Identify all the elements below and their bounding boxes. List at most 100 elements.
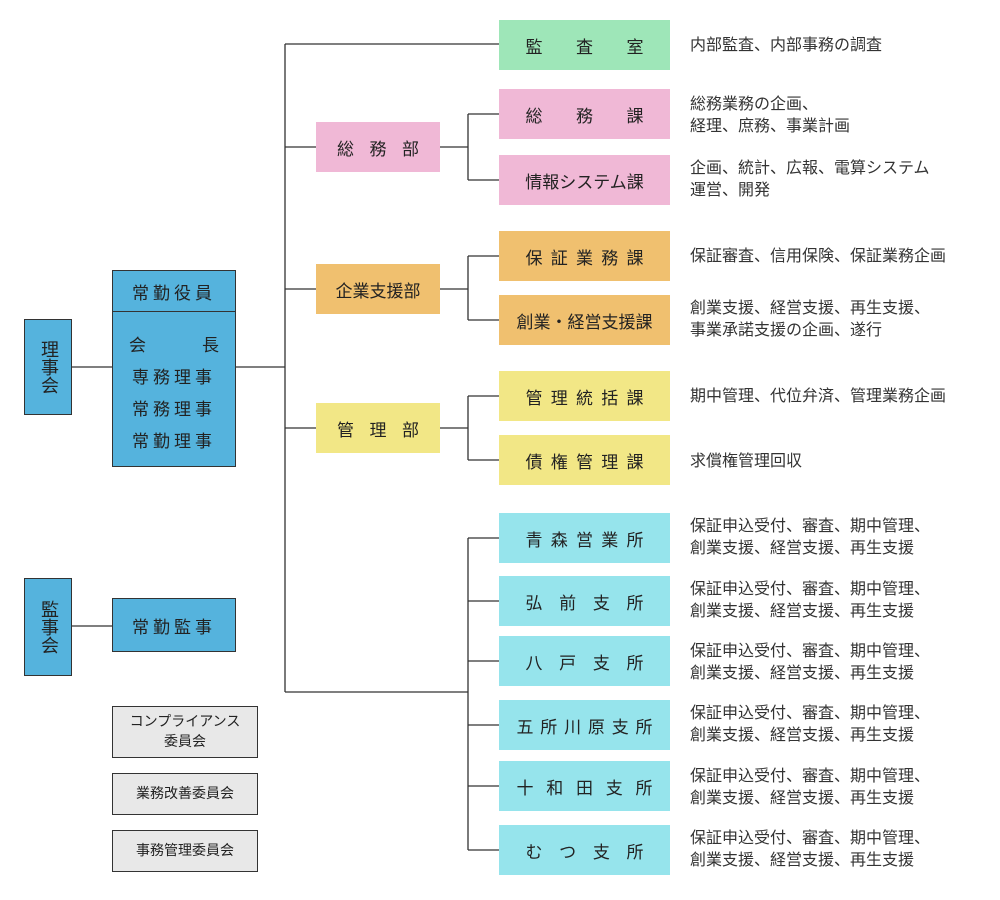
desc-mutsu: 保証申込受付、審査、期中管理、 創業支援、経営支援、再生支援 (690, 827, 990, 871)
char: 川 (564, 717, 582, 738)
desc-line: 保証申込受付、審査、期中管理、 (690, 766, 931, 785)
office-goshogawara: 五 所 川 原 支 所 (499, 700, 670, 750)
char: 所 (626, 593, 644, 614)
char: 和 (546, 778, 564, 799)
desc-line: 保証審査、信用保険、保証業務企画 (690, 246, 947, 265)
section-claims-management: 債 権 管 理 課 (499, 435, 670, 485)
char: 理 (550, 388, 568, 409)
executives-list-box: 会 長 専務理事 常務理事 常勤理事 (112, 311, 236, 467)
desc-line: 経理、庶務、事業計画 (690, 116, 851, 135)
char: 部 (402, 139, 419, 160)
desc-guarantee-operations: 保証審査、信用保険、保証業務企画 (690, 245, 990, 267)
char: 所 (626, 842, 644, 863)
char: 課 (626, 452, 644, 473)
dept-general-affairs-label: 総 務 部 (337, 135, 419, 160)
char: 権 (550, 452, 568, 473)
char: 五 (516, 717, 534, 738)
committee-office-management: 事務管理委員会 (112, 830, 258, 872)
char: 総 (525, 106, 543, 127)
section-information-systems: 情報システム課 (499, 155, 670, 205)
char: 所 (626, 653, 644, 674)
desc-line: 求償権管理回収 (690, 451, 803, 470)
char: 所 (540, 717, 558, 738)
char: む (525, 842, 543, 863)
dept-management-label: 管 理 部 (337, 416, 419, 441)
char: 課 (626, 106, 644, 127)
section-label: 弘 前 支 所 (526, 589, 644, 614)
desc-goshogawara: 保証申込受付、審査、期中管理、 創業支援、経営支援、再生支援 (690, 702, 990, 746)
dept-business-support-label: 企業支援部 (335, 281, 421, 302)
desc-line: 内部監査、内部事務の調査 (690, 35, 883, 54)
desc-management-control: 期中管理、代位弁済、管理業務企画 (690, 385, 990, 407)
senior-managing-director: 専務理事 (132, 367, 216, 388)
desc-line: 保証申込受付、審査、期中管理、 (690, 703, 931, 722)
char: 業 (601, 530, 619, 551)
section-label: む つ 支 所 (526, 838, 644, 863)
section-label: 情報システム課 (525, 172, 644, 193)
committee-compliance-line1: コンプライアンス (129, 714, 241, 730)
char: 支 (611, 717, 629, 738)
char: 営 (576, 530, 593, 551)
desc-claims-management: 求償権管理回収 (690, 450, 990, 472)
chairman-line: 会 長 (129, 327, 219, 359)
office-aomori: 青 森 営 業 所 (499, 513, 670, 563)
section-label: 創業・経営支援課 (516, 312, 653, 333)
char: 務 (369, 139, 387, 160)
board-of-auditors-box: 監事会 (24, 578, 72, 676)
section-label: 八 戸 支 所 (526, 649, 644, 674)
char: 十 (516, 778, 534, 799)
section-label: 青 森 営 業 所 (526, 526, 644, 551)
full-time-auditor-box: 常勤監事 (112, 598, 236, 652)
char: 査 (576, 37, 593, 58)
committee-business-improvement: 業務改善委員会 (112, 773, 258, 815)
char: 青 (525, 530, 543, 551)
desc-line: 創業支援、経営支援、再生支援 (690, 725, 915, 744)
dept-management: 管 理 部 (316, 403, 440, 453)
desc-line: 創業支援、経営支援、再生支援、 (690, 298, 931, 317)
desc-startup-management-support: 創業支援、経営支援、再生支援、 事業承諾支援の企画、遂行 (690, 297, 990, 341)
office-towada: 十 和 田 支 所 (499, 761, 670, 811)
desc-aomori: 保証申込受付、審査、期中管理、 創業支援、経営支援、再生支援 (690, 515, 990, 559)
char: 管 (525, 388, 543, 409)
committee-compliance: コンプライアンス 委員会 (112, 706, 258, 758)
char: 証 (550, 248, 568, 269)
desc-line: 企画、統計、広報、電算システム (690, 158, 930, 177)
desc-information-systems: 企画、統計、広報、電算システム 運営、開発 (690, 157, 990, 201)
office-hachinohe: 八 戸 支 所 (499, 636, 670, 686)
executives-heading-box: 常勤役員 (112, 270, 236, 312)
section-audit-office: 監 査 室 (499, 20, 670, 70)
desc-line: 創業支援、経営支援、再生支援 (690, 663, 915, 682)
char: 支 (592, 842, 610, 863)
dept-general-affairs: 総 務 部 (316, 122, 440, 172)
committee-business-improvement-label: 業務改善委員会 (136, 786, 234, 802)
chairman-left: 会 (129, 335, 146, 356)
desc-line: 総務業務の企画、 (690, 94, 819, 113)
section-label: 管 理 統 括 課 (526, 384, 644, 409)
desc-line: 創業支援、経営支援、再生支援 (690, 538, 915, 557)
char: 所 (635, 778, 653, 799)
char: 務 (576, 106, 593, 127)
desc-general-affairs: 総務業務の企画、 経理、庶務、事業計画 (690, 93, 990, 137)
section-guarantee-operations: 保 証 業 務 課 (499, 231, 670, 281)
char: 支 (592, 653, 610, 674)
desc-hachinohe: 保証申込受付、審査、期中管理、 創業支援、経営支援、再生支援 (690, 640, 990, 684)
desc-line: 創業支援、経営支援、再生支援 (690, 788, 915, 807)
char: 森 (550, 530, 568, 551)
office-mutsu: む つ 支 所 (499, 825, 670, 875)
char: 統 (576, 388, 593, 409)
section-label: 債 権 管 理 課 (526, 448, 644, 473)
char: 管 (337, 420, 354, 441)
char: 田 (576, 778, 593, 799)
desc-line: 創業支援、経営支援、再生支援 (690, 850, 915, 869)
section-label: 五 所 川 原 支 所 (517, 713, 653, 738)
char: 弘 (525, 593, 543, 614)
char: 保 (525, 248, 543, 269)
board-of-directors-label: 理事会 (38, 340, 59, 394)
char: 業 (576, 248, 593, 269)
office-hirosaki: 弘 前 支 所 (499, 576, 670, 626)
desc-audit-office: 内部監査、内部事務の調査 (690, 34, 990, 56)
board-of-auditors-label: 監事会 (38, 600, 59, 654)
section-label: 十 和 田 支 所 (517, 774, 653, 799)
desc-line: 創業支援、経営支援、再生支援 (690, 601, 915, 620)
